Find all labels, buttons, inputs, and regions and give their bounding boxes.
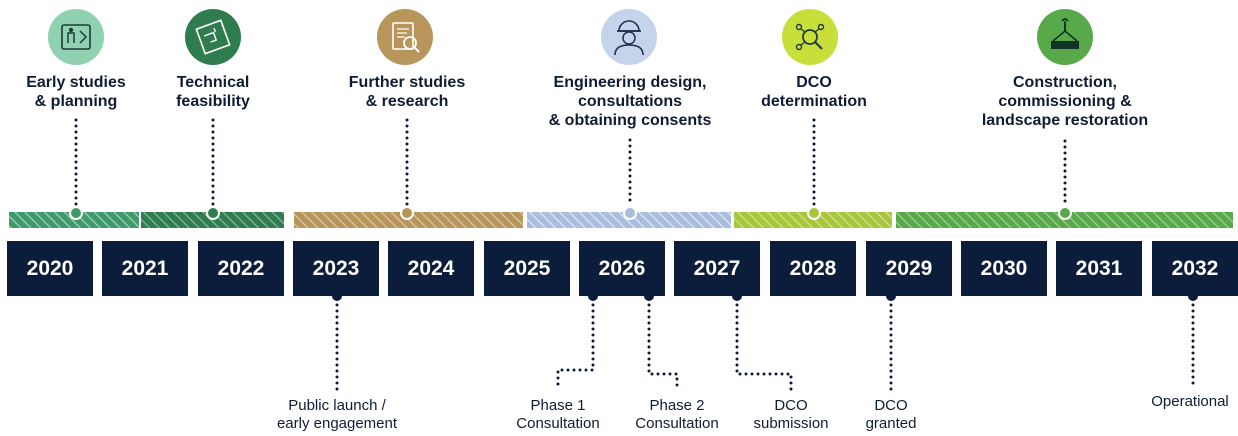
year-box-2020: 2020: [7, 241, 93, 296]
phase-bar-technical-feasibility: [141, 212, 284, 228]
phase-icon-bg-early-studies: [48, 9, 104, 65]
engineer-icon: [614, 20, 644, 56]
milestone-connector-phase-2-consultation: [647, 303, 679, 392]
year-box-2022: 2022: [198, 241, 284, 296]
year-box-2025: 2025: [484, 241, 570, 296]
phase-dot-engineering-design: [623, 206, 637, 220]
phase-bar-dco-determination: [734, 212, 892, 228]
phase-dot-further-studies: [400, 206, 414, 220]
phase-icon-bg-technical-feasibility: [185, 9, 241, 65]
crane-lift-icon: [1051, 18, 1079, 49]
year-box-2029: 2029: [866, 241, 952, 296]
phase-bar-early-studies: [9, 212, 139, 228]
phase-label-engineering-design: Engineering design, consultations & obta…: [548, 74, 712, 129]
milestone-label-dco-granted: DCO granted: [865, 397, 917, 432]
phase-bar-engineering-design: [527, 212, 731, 228]
phase-bar-further-studies: [294, 212, 523, 228]
blueprint-icon: [195, 19, 231, 55]
phase-dot-construction: [1058, 206, 1072, 220]
year-box-2032: 2032: [1152, 241, 1238, 296]
phase-label-further-studies: Further studies & research: [348, 74, 466, 110]
phase-bar-construction: [896, 212, 1233, 228]
phase-icon-bg-construction: [1037, 9, 1093, 65]
map-plan-icon: [61, 24, 91, 50]
year-box-2024: 2024: [388, 241, 474, 296]
milestone-connector-phase-1-consultation: [556, 303, 595, 392]
phase-dot-technical-feasibility: [206, 206, 220, 220]
phase-label-dco-determination: DCO determination: [761, 74, 867, 110]
phase-label-technical-feasibility: Technical feasibility: [176, 74, 250, 110]
year-box-2030: 2030: [961, 241, 1047, 296]
phase-dot-dco-determination: [807, 206, 821, 220]
milestone-label-operational: Operational: [1151, 393, 1229, 410]
milestone-label-dco-submission: DCO submission: [753, 397, 829, 432]
phase-icon-bg-dco-determination: [782, 9, 838, 65]
milestone-label-public-launch: Public launch / early engagement: [276, 397, 398, 432]
phase-dot-early-studies: [69, 206, 83, 220]
year-box-2023: 2023: [293, 241, 379, 296]
milestone-connector-dco-submission: [735, 303, 793, 392]
network-search-icon: [795, 23, 825, 51]
document-search-icon: [392, 22, 420, 53]
year-box-2021: 2021: [102, 241, 188, 296]
milestone-label-phase-2-consultation: Phase 2 Consultation: [635, 397, 719, 432]
milestone-label-phase-1-consultation: Phase 1 Consultation: [516, 397, 600, 432]
year-box-2026: 2026: [579, 241, 665, 296]
year-box-2028: 2028: [770, 241, 856, 296]
phase-label-construction: Construction, commissioning & landscape …: [981, 74, 1149, 129]
year-box-2031: 2031: [1056, 241, 1142, 296]
phase-label-early-studies: Early studies & planning: [26, 74, 126, 110]
year-box-2027: 2027: [674, 241, 760, 296]
phase-icon-bg-engineering-design: [601, 9, 657, 65]
